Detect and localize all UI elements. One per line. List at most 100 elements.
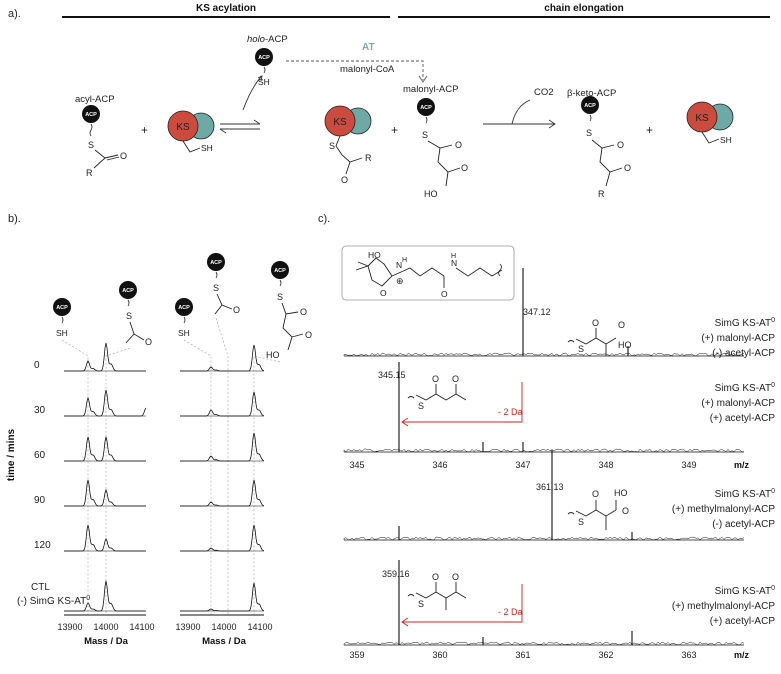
tick-label: 13900 [57, 622, 82, 632]
acetyl-bonds [125, 321, 145, 344]
acp-bead [207, 253, 225, 271]
holo-acp-structure: ACP SH [255, 48, 273, 87]
mass-trace-right [180, 391, 265, 417]
time-label: 0 [34, 360, 40, 371]
thiol-label: SH [720, 135, 732, 145]
sulfur-atom: S [277, 292, 283, 302]
inset-iminium-h: H [402, 257, 407, 264]
acp-label: ACP [178, 305, 190, 311]
tick-label: 347 [515, 460, 530, 470]
squiggle-bond [127, 299, 130, 307]
acp-label: ACP [258, 55, 270, 61]
oxygen-atom: O [432, 572, 439, 582]
acyl-bonds [93, 149, 119, 169]
oxygen-atom: O [120, 151, 127, 161]
acp-label: ACP [274, 268, 286, 274]
mz-axis-label: m/z [734, 460, 750, 470]
malonyl-acp-label: malonyl-ACP [403, 84, 458, 95]
acp-label: ACP [584, 103, 596, 109]
peak-guide-lines [61, 317, 281, 615]
acyl-acp-label: acyl-ACP [75, 94, 115, 105]
condition-line2: (+) malonyl-ACP [701, 398, 775, 409]
sulfur-atom: S [329, 141, 335, 151]
time-axis-label: time / mins [6, 428, 17, 481]
time-labels: 0 30 60 90 120 CTL (-) SimG KS-AT0 [17, 360, 90, 607]
oxygen-atom: O [622, 506, 629, 516]
condition-line3: (-) acetyl-ACP [712, 348, 775, 359]
at-loading-arrow [286, 60, 424, 80]
tick-label: 348 [598, 460, 613, 470]
oxygen-atom: O [617, 140, 624, 150]
condition-enzyme: SimG KS-AT [715, 489, 771, 500]
oxygen-atom: O [300, 307, 307, 317]
tick-label: 362 [598, 650, 613, 660]
panel-label-c: c). [318, 213, 330, 225]
phosphopantetheine-inset: HO N H ⊕ O O N H [341, 245, 515, 301]
condition-label: SimG KS-AT0 [715, 317, 775, 329]
peak-label: 361.13 [536, 482, 564, 492]
tick-label: 360 [432, 650, 447, 660]
acp-bead [581, 96, 599, 114]
spectrum-3: 361.13 S O O HO SimG KS-AT0 (+) methylma… [343, 450, 775, 541]
squiggle-bond [89, 123, 93, 137]
oxygen-atom: O [452, 572, 459, 582]
panel-label-a: a). [8, 8, 21, 20]
thiol-label: SH [178, 328, 190, 338]
carbonyl-bond [106, 156, 120, 161]
holo-arrowhead [257, 75, 263, 82]
condition-line3: (-) acetyl-ACP [712, 519, 775, 530]
sulfur-atom: S [213, 283, 219, 293]
condition-line2: (+) malonyl-ACP [701, 333, 775, 344]
ctl-label: CTL [31, 582, 50, 593]
x-axis-label-right: Mass / Da [202, 636, 247, 647]
condition-enzyme: SimG KS-AT [715, 383, 771, 394]
spectrum-4: 359.16 S O O - 2 Da SimG KS-AT0 (+) meth… [343, 560, 775, 660]
methylmalonyl-thioester-structure: S O O HO [567, 488, 629, 530]
holo-acp-label: holo-ACP [247, 34, 288, 45]
at-enzyme-label: AT [362, 42, 375, 53]
tick-label: 13900 [175, 622, 200, 632]
noise-baseline [343, 641, 745, 646]
mass-trace-left [64, 342, 146, 372]
x-axis-ticks-4: 359 360 361 362 363 m/z [349, 650, 749, 660]
inset-amide-n: N [451, 258, 457, 268]
thiol-label: SH [56, 328, 68, 338]
at-arrowhead [418, 75, 428, 83]
acyl-bonds [335, 135, 363, 175]
peak-label: 359.16 [382, 569, 410, 579]
cysteine-bonds [182, 140, 201, 153]
ctl-condition-text: (-) SimG KS-AT [17, 596, 86, 607]
malonyl-coa-label: malonyl-CoA [340, 64, 395, 75]
mass-shift-label: - 2 Da [498, 607, 523, 617]
mass-trace-right [180, 524, 265, 552]
mass-trace-left [64, 524, 146, 552]
x-axis-label-left: Mass / Da [84, 636, 129, 647]
acylation-header: KS acylation [196, 3, 256, 14]
tick-label: 345 [349, 460, 364, 470]
r-group: R [598, 189, 605, 199]
oxygen-atom: O [341, 175, 348, 185]
acp-label: ACP [56, 305, 68, 311]
ks-label: KS [695, 113, 709, 124]
malonyl-bonds [281, 302, 304, 351]
oxygen-atom: O [618, 320, 625, 330]
condition-line3: (+) acetyl-ACP [710, 413, 776, 424]
mass-shift-label: - 2 Da [498, 407, 523, 417]
mass-trace-left [64, 479, 146, 507]
hydroxyl-label: HO [618, 340, 632, 350]
plus-sign: + [391, 123, 398, 137]
spectrum-trace [343, 362, 745, 453]
ks-label: KS [176, 122, 190, 133]
tick-label: 14000 [211, 622, 236, 632]
oxygen-atom: O [452, 374, 459, 384]
oxygen-atom: O [455, 140, 462, 150]
inset-box [341, 245, 515, 301]
oxygen-atom: O [432, 374, 439, 384]
plus-sign: + [646, 123, 653, 137]
ks-at-regenerated: KS SH [686, 101, 734, 145]
squiggle-bond [263, 66, 266, 74]
spectrum-trace [343, 450, 745, 541]
oxygen-atom: O [305, 330, 312, 340]
oxygen-atom: O [233, 305, 240, 315]
oxygen-atom: O [592, 318, 599, 328]
